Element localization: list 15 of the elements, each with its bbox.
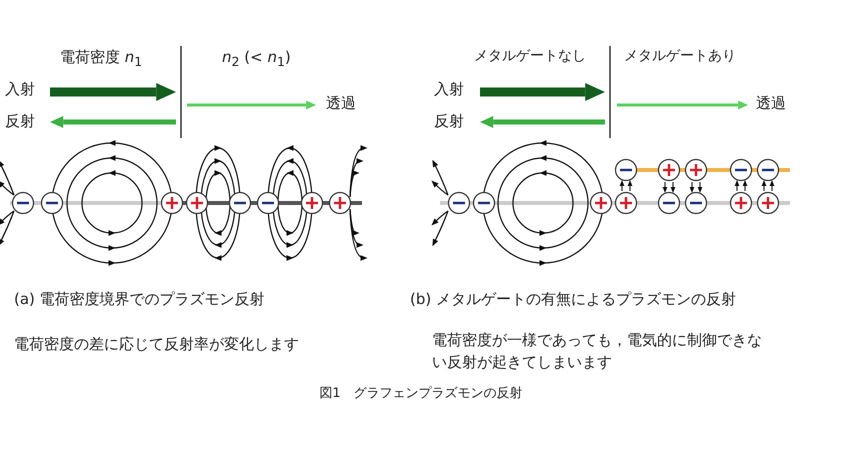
- arrow-label: 反射: [5, 112, 35, 131]
- description-text: 電荷密度が一様であっても，電気的に制御できない反射が起きてしまいます: [432, 330, 763, 373]
- arrow-label: 入射: [434, 80, 464, 99]
- region-label: 電荷密度 n$_{1}$: [60, 48, 142, 70]
- region-label: n$_{2}$ (< n$_{1}$): [222, 48, 291, 70]
- arrow-label: 透過: [326, 94, 356, 113]
- region-label: メタルゲートあり: [624, 48, 736, 66]
- panel-title: (b) メタルゲートの有無によるプラズモンの反射: [410, 290, 736, 309]
- arrow-label: 入射: [5, 80, 35, 99]
- region-label: メタルゲートなし: [474, 48, 586, 66]
- description-text: 電荷密度の差に応じて反射率が変化します: [14, 335, 299, 354]
- arrow-label: 透過: [756, 94, 786, 113]
- figure-caption: 図1 グラフェンプラズモンの反射: [318, 386, 524, 402]
- panel-title: (a) 電荷密度境界でのプラズモン反射: [14, 290, 265, 309]
- arrow-label: 反射: [434, 112, 464, 131]
